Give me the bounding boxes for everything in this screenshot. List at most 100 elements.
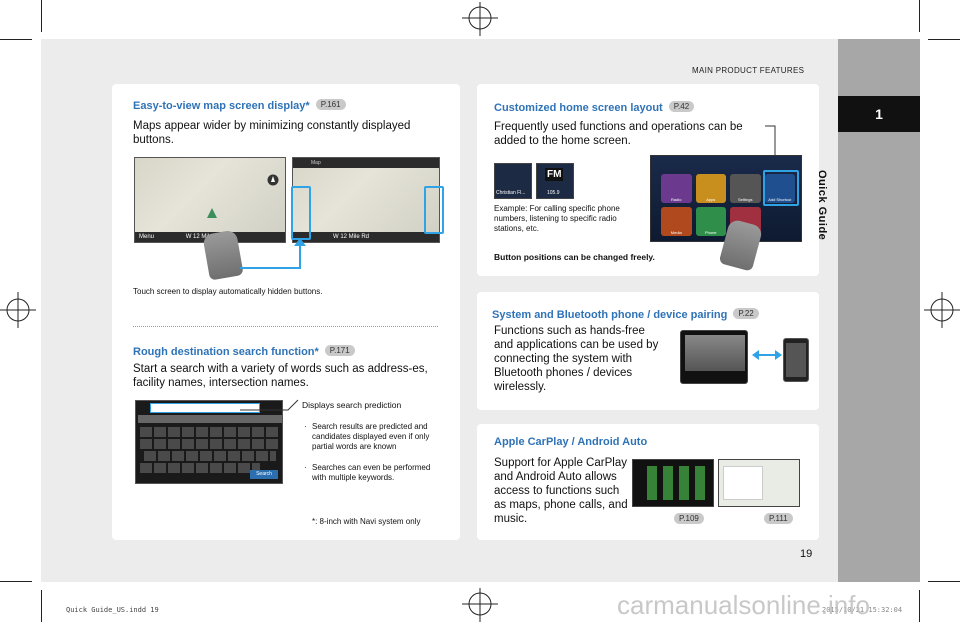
crop-mark	[919, 0, 920, 32]
location-arrow-icon	[207, 208, 217, 218]
home-layout-description: Frequently used functions and operations…	[494, 121, 743, 147]
key-row	[140, 427, 280, 437]
footnote: *: 8-inch with Navi system only	[312, 517, 421, 526]
page-ref-badge[interactable]: P.109	[674, 513, 704, 524]
app-media[interactable]: Media	[661, 207, 692, 236]
app-settings[interactable]: Settings	[730, 174, 761, 203]
carplay-description: Support for Apple CarPlay and Android Au…	[494, 457, 628, 525]
bullet-1: · Search results are predicted and candi…	[304, 422, 440, 452]
chapter-number: 1	[838, 96, 920, 132]
page-number: 19	[800, 548, 813, 560]
crop-mark	[0, 581, 32, 582]
callout-line-icon	[240, 399, 299, 411]
map-screenshot-expanded: Map W 12 Mile Rd	[292, 157, 440, 243]
highlight-zoom-buttons	[291, 186, 311, 240]
app-radio[interactable]: Radio	[661, 174, 692, 203]
watermark: carmanualsonline.info	[617, 590, 870, 620]
section-header: MAIN PRODUCT FEATURES	[692, 66, 805, 75]
page-ref-badge[interactable]: P.42	[668, 101, 695, 113]
home-layout-note: Button positions can be changed freely.	[494, 252, 655, 262]
app-grid: Radio Apps Settings Add Shortcut Media P…	[661, 174, 795, 236]
home-layout-example: Example: For calling specific phone numb…	[494, 204, 620, 233]
registration-mark	[462, 2, 498, 36]
map-display-title: Easy-to-view map screen display* P.161	[133, 96, 346, 114]
bluetooth-description: Functions such as hands-free and applica…	[494, 325, 659, 393]
prediction-label: Displays search prediction	[302, 400, 402, 410]
rough-search-description: Start a search with a variety of words s…	[133, 363, 428, 389]
head-unit-screen	[685, 335, 745, 371]
bluetooth-title: System and Bluetooth phone / device pair…	[492, 305, 759, 323]
android-map-card	[723, 466, 763, 500]
crop-mark	[919, 590, 920, 622]
bottom-bar: W 12 Mile Rd	[293, 232, 439, 242]
highlight-add-shortcut	[763, 170, 799, 206]
crop-mark	[0, 39, 32, 40]
footer-date: 2015/10/21 15:32:04	[822, 606, 903, 614]
rough-search-title: Rough destination search function* P.171	[133, 342, 355, 360]
android-auto-screenshot	[718, 459, 800, 507]
app-apps[interactable]: Apps	[695, 174, 726, 203]
key-row	[144, 451, 276, 461]
map-display-heading: Easy-to-view map screen display*	[133, 100, 310, 112]
keyboard-screenshot: Search	[135, 400, 283, 484]
smartphone-screen	[786, 343, 806, 377]
prediction-row	[138, 415, 282, 423]
carplay-heading: Apple CarPlay / Android Auto	[494, 436, 648, 448]
crop-mark	[928, 39, 960, 40]
app-label: Phone	[704, 230, 717, 235]
app-label: Apps	[706, 197, 716, 202]
crop-mark	[928, 581, 960, 582]
bullet-dot: ·	[304, 463, 307, 472]
shortcut-tile-contact[interactable]: Christian Fl...	[494, 163, 532, 199]
registration-mark	[462, 588, 498, 622]
app-label: Radio	[671, 197, 682, 202]
connector-arrow-icon	[240, 238, 306, 269]
page-ref-badge[interactable]: P.171	[324, 345, 355, 357]
app-phone[interactable]: Phone	[695, 207, 726, 236]
road-label: W 12 Mile Rd	[333, 234, 370, 240]
search-key: Search	[250, 470, 278, 479]
map-screenshot-default: Menu W 12 Mile	[134, 157, 286, 243]
key-row	[140, 463, 260, 473]
north-arrow-icon	[267, 174, 279, 186]
shortcut-tile-radio[interactable]: FM 105.9	[536, 163, 574, 199]
head-unit-image	[680, 330, 748, 384]
page-ref-badge[interactable]: P.161	[315, 99, 346, 111]
search-field	[150, 403, 260, 413]
fm-icon: FM	[545, 168, 564, 181]
key-row	[140, 439, 280, 449]
footer-file: Quick Guide_US.indd 19	[66, 606, 159, 614]
carplay-screenshot	[632, 459, 714, 507]
divider	[133, 326, 438, 327]
road-label: W 12 Mile	[185, 234, 213, 240]
app-label: Media	[670, 230, 682, 235]
app-add-shortcut[interactable]: Add Shortcut	[764, 174, 795, 203]
crop-mark	[41, 590, 42, 622]
map-display-description: Maps appear wider by minimizing constant…	[133, 120, 411, 146]
bullet-2-text: Searches can even be performed with mult…	[312, 463, 431, 482]
smartphone-image	[783, 338, 809, 382]
registration-mark	[924, 292, 960, 328]
map-caption: Touch screen to display automatically hi…	[133, 287, 323, 296]
home-layout-title: Customized home screen layout P.42	[494, 98, 695, 116]
map-label: Map	[311, 160, 321, 166]
bluetooth-panel	[477, 292, 819, 410]
pairing-arrow-icon	[752, 350, 782, 360]
carplay-icons	[647, 466, 711, 500]
bullet-2: · Searches can even be performed with mu…	[304, 463, 440, 483]
bullet-dot: ·	[304, 422, 307, 431]
home-layout-heading: Customized home screen layout	[494, 102, 663, 114]
home-screen-screenshot: Radio Apps Settings Add Shortcut Media P…	[650, 155, 802, 242]
registration-mark	[0, 292, 36, 328]
highlight-side-buttons	[424, 186, 444, 234]
page-ref-badge[interactable]: P.111	[764, 513, 793, 524]
tile-label: Christian Fl...	[496, 190, 526, 196]
app-label: Add Shortcut	[768, 197, 792, 202]
rough-search-heading: Rough destination search function*	[133, 346, 319, 358]
menu-label: Menu	[139, 234, 155, 240]
page-ref-badge[interactable]: P.22	[733, 308, 759, 320]
tile-label: 105.9	[547, 190, 560, 196]
bullet-1-text: Search results are predicted and candida…	[312, 422, 430, 451]
bluetooth-heading: System and Bluetooth phone / device pair…	[492, 309, 728, 321]
crop-mark	[41, 0, 42, 32]
